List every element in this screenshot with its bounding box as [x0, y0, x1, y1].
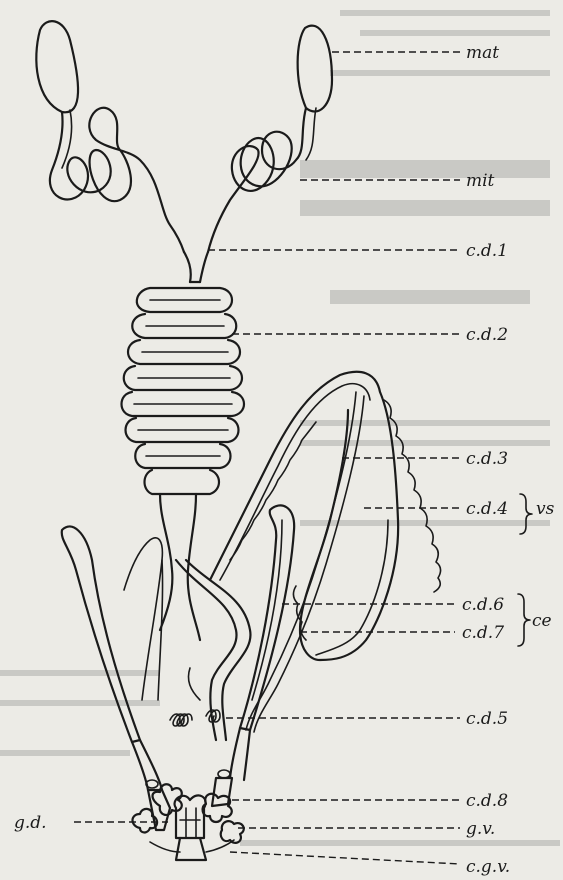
label-cd2: c.d.2: [466, 325, 508, 345]
label-mit: mit: [466, 171, 495, 191]
label-cd5: c.d.5: [466, 709, 508, 729]
label-cd8: c.d.8: [466, 791, 508, 811]
label-vs: vs: [536, 499, 555, 519]
label-mat: mat: [466, 43, 499, 63]
label-cd1: c.d.1: [466, 241, 508, 261]
label-gv: g.v.: [466, 819, 495, 839]
label-cd7: c.d.7: [462, 623, 504, 643]
label-cd4: c.d.4: [466, 499, 508, 519]
label-gd: g.d.: [14, 813, 47, 833]
label-cd3: c.d.3: [466, 449, 508, 469]
label-ce: ce: [532, 611, 552, 631]
label-cgv: c.g.v.: [466, 857, 510, 877]
label-cd6: c.d.6: [462, 595, 504, 615]
